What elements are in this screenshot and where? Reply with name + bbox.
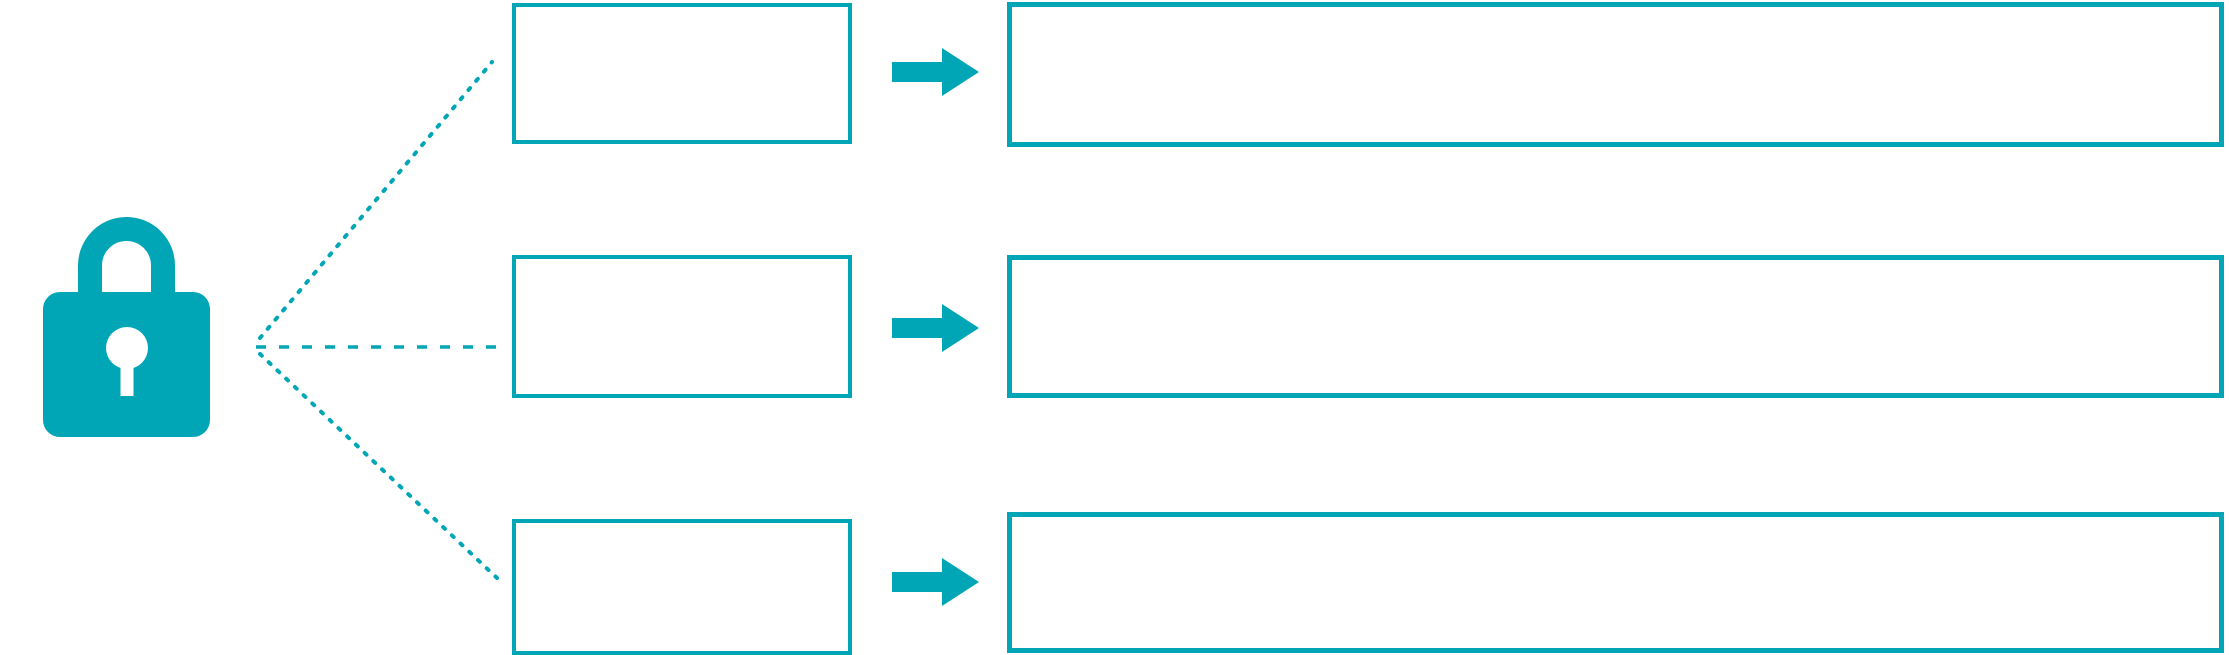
keyhole-circle xyxy=(106,327,148,369)
connector-line-top xyxy=(258,60,494,340)
arrow-right-icon xyxy=(892,304,979,352)
arrow-right-icon xyxy=(892,48,979,96)
description-box xyxy=(1007,2,2224,147)
keyhole-stem xyxy=(120,360,134,396)
padlock-icon xyxy=(43,217,210,437)
padlock-shackle xyxy=(78,217,175,302)
term-box xyxy=(512,255,852,398)
term-box xyxy=(512,3,852,144)
description-box xyxy=(1007,512,2224,653)
term-box xyxy=(512,519,852,655)
description-box xyxy=(1007,255,2224,398)
arrow-right-icon xyxy=(892,558,979,606)
connector-line-bottom xyxy=(258,352,499,580)
